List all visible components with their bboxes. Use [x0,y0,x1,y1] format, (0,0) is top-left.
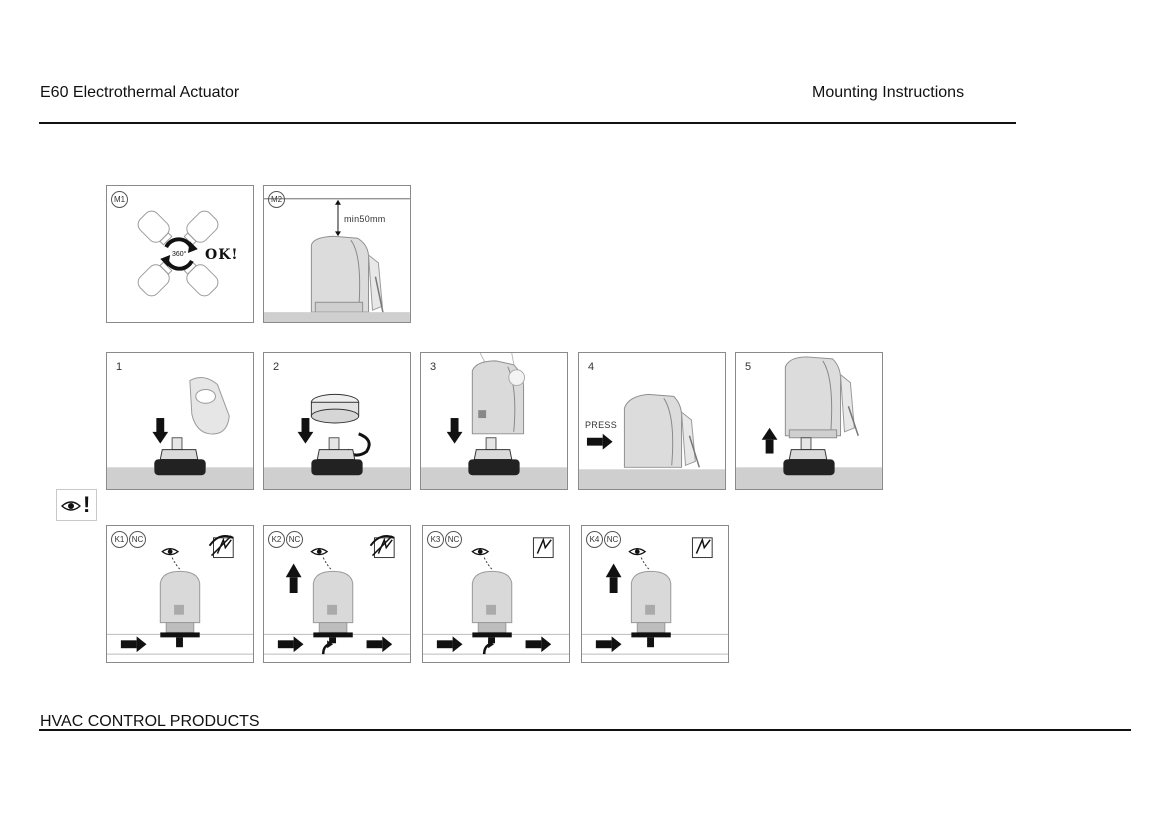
rotation-illustration [137,210,219,297]
panel-step-1: 1 [106,352,254,490]
rotation-text: 360° [172,251,187,258]
header-divider [39,122,1016,124]
k3-label: K3 [427,531,444,548]
k4-mode: NC [604,531,621,548]
eye-icon [60,501,82,511]
clearance-text: min50mm [344,214,386,224]
step-2-number: 2 [273,361,280,373]
k1-label: K1 [111,531,128,548]
k4-label: K4 [586,531,603,548]
press-text: PRESS [585,420,618,430]
panel-m2: M2 min50mm [263,185,411,323]
document-title: E60 Electrothermal Actuator [40,84,240,101]
panel-m2-label: M2 [268,191,285,208]
k1-mode: NC [129,531,146,548]
k2-mode: NC [286,531,303,548]
document-section: Mounting Instructions [812,84,965,101]
visual-check-notice: ! [56,489,97,521]
step-5-number: 5 [745,361,752,373]
k3-illustration [423,537,569,655]
eye-icon [310,548,329,556]
panel-k2: K2 NC [263,525,411,663]
notice-exclamation: ! [83,492,91,517]
footer-divider [39,729,1131,731]
step-1-illustration [107,376,253,489]
panel-step-4: 4 PRESS [578,352,726,490]
step-3-illustration [421,353,567,489]
panel-step-2: 2 [263,352,411,490]
k4-illustration [582,537,728,655]
step-4-number: 4 [588,361,595,373]
panel-m1: M1 360° OK! [106,185,254,323]
eye-icon [161,548,180,556]
panel-step-5: 5 [735,352,883,490]
step-5-illustration [736,356,882,489]
k1-illustration [107,535,253,655]
panel-k3: K3 NC [422,525,570,663]
panel-k1: K1 NC [106,525,254,663]
k2-label: K2 [268,531,285,548]
k2-illustration [264,535,410,655]
step-2-illustration [264,393,410,489]
step-4-illustration [579,393,725,489]
clearance-illustration [264,198,410,322]
eye-icon [628,548,647,556]
panel-k4: K4 NC [581,525,729,663]
footer-brand: HVAC CONTROL PRODUCTS [40,713,260,730]
step-1-number: 1 [116,361,123,373]
panel-m1-label: M1 [111,191,128,208]
ok-text: OK! [205,247,239,263]
eye-icon [471,548,490,556]
k3-mode: NC [445,531,462,548]
step-3-number: 3 [430,361,437,373]
panel-step-3: 3 [420,352,568,490]
